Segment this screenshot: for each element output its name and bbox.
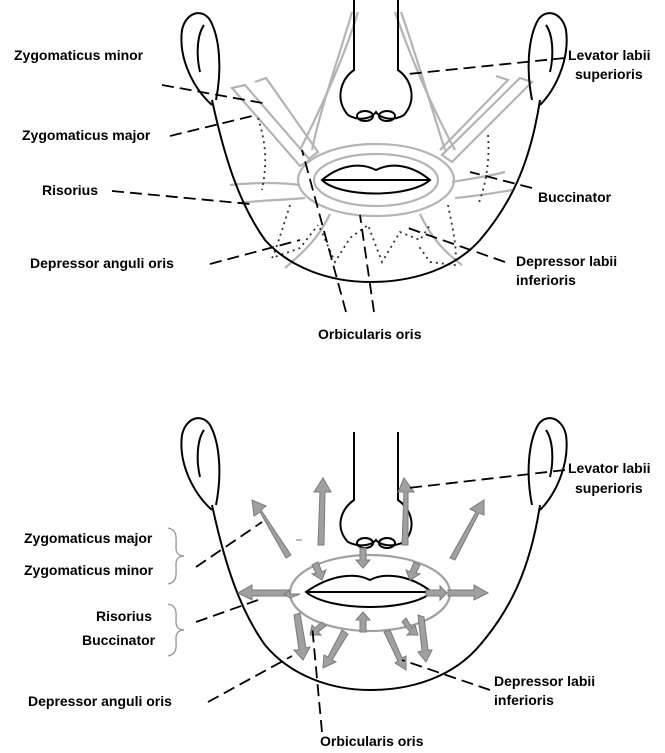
risorius-left <box>230 183 300 185</box>
label-risorius-top: Risorius <box>42 182 98 199</box>
bottom-arrows <box>238 478 488 670</box>
label-depressor-labii-line1-bottom: Depressor labii <box>494 673 595 690</box>
leader-dao <box>210 240 300 264</box>
arrow-depressor-left-2 <box>323 630 348 668</box>
label-zygomaticus-major-top: Zygomaticus major <box>22 127 150 144</box>
arrow-dao-left <box>294 613 310 660</box>
top-face <box>112 0 567 312</box>
leader-levator <box>408 58 565 74</box>
label-buccinator-bottom: Buccinator <box>82 632 155 649</box>
zygomaticus-left-2 <box>255 78 318 158</box>
levator-left-outer <box>300 12 358 150</box>
leader-dao-bottom <box>208 656 292 702</box>
arrow-risorius-left <box>238 585 290 600</box>
arrow-dli-right-2 <box>418 615 432 662</box>
dotted-depressor-left <box>272 205 318 258</box>
dotted-left-cheek <box>258 118 265 190</box>
label-depressor-labii-line1-top: Depressor labii <box>516 253 617 270</box>
leader-buccinator <box>470 172 532 188</box>
depressor-grey-left <box>285 214 330 268</box>
label-zygomaticus-major-bottom: Zygomaticus major <box>24 530 152 547</box>
top-leaders <box>112 58 565 312</box>
leader-dli-bottom <box>402 660 490 690</box>
label-zygomaticus-minor-top: Zygomaticus minor <box>14 47 143 64</box>
label-levator-line2-top: superioris <box>575 66 643 83</box>
label-depressor-anguli-oris-top: Depressor anguli oris <box>30 255 174 272</box>
arrow-zyg-right <box>450 500 484 560</box>
left-ear-inner-top <box>198 25 204 72</box>
arrow-zyg-left-inner <box>252 500 291 558</box>
label-depressor-labii-line2-bottom: inferioris <box>494 692 554 709</box>
face-contour-bottom <box>212 505 540 690</box>
label-buccinator-top: Buccinator <box>538 189 611 206</box>
top-muscles <box>230 12 532 268</box>
arrow-lip-down-right <box>406 562 420 580</box>
label-orbicularis-oris-top: Orbicularis oris <box>318 326 421 343</box>
label-levator-line1-top: Levator labii <box>568 47 650 64</box>
buccinator-right-2 <box>455 190 512 198</box>
label-depressor-anguli-oris-bottom: Depressor anguli oris <box>28 693 172 710</box>
braces <box>168 528 184 656</box>
leader-dli <box>408 228 505 262</box>
label-risorius-bottom: Risorius <box>96 608 152 625</box>
left-ear-inner-bottom <box>198 430 204 477</box>
leader-orbicularis-2 <box>360 215 374 312</box>
leader-zyg-bottom <box>196 522 262 567</box>
brace-risorius <box>168 604 184 656</box>
arrow-buccinator-right <box>448 585 488 600</box>
face-contour-top <box>212 100 540 282</box>
label-orbicularis-oris-bottom: Orbicularis oris <box>320 733 423 750</box>
leader-levator-bottom <box>408 470 565 488</box>
label-zygomaticus-minor-bottom: Zygomaticus minor <box>24 562 153 579</box>
arrow-lip-down-center <box>356 548 370 568</box>
arrow-levator-left <box>314 478 331 545</box>
arrow-dli-right <box>384 630 406 670</box>
arrow-small-right <box>426 586 447 600</box>
leader-risorius <box>112 191 250 204</box>
arrow-lip-down-left <box>312 562 326 580</box>
leader-zyg-major <box>170 116 252 136</box>
risorius-left-2 <box>238 198 305 203</box>
label-levator-line2-bottom: superioris <box>575 480 643 497</box>
right-ear-inner-top <box>546 25 552 72</box>
left-ear-bottom <box>181 418 219 510</box>
leader-orbicularis-1 <box>302 150 346 312</box>
label-levator-line1-bottom: Levator labii <box>568 460 650 477</box>
brace-zygomaticus <box>168 528 184 584</box>
right-ear-inner-bottom <box>546 430 552 477</box>
arrow-lip-up-center <box>356 612 370 632</box>
label-depressor-labii-line2-top: inferioris <box>516 272 576 289</box>
levator-right-outer <box>395 12 455 150</box>
